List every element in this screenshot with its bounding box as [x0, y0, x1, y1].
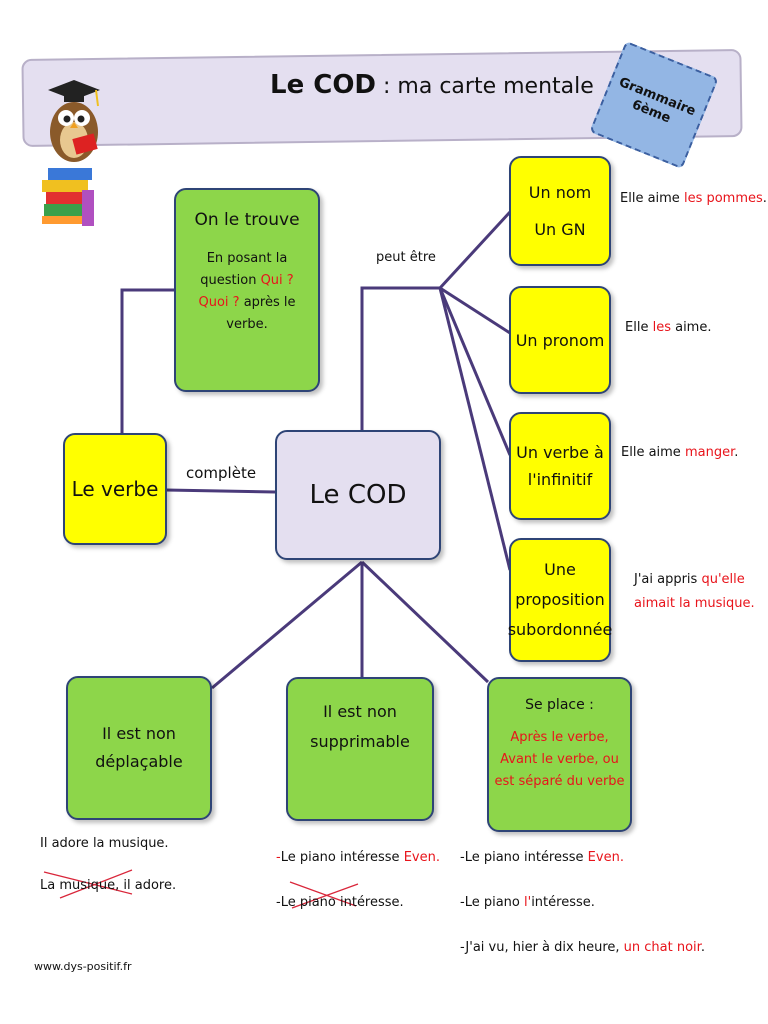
- trouve-line2: question Qui ?: [200, 273, 294, 288]
- prop-supprimable-node: Il est non supprimable: [286, 677, 434, 821]
- nature-sub-line1: Une: [544, 560, 576, 579]
- example-right-1: -Le piano intéresse Even.: [460, 850, 624, 865]
- nature-nom-example: Elle aime les pommes.: [620, 191, 767, 206]
- verbe-node: Le verbe: [63, 433, 167, 545]
- page-title: Le COD : ma carte mentale: [270, 70, 594, 100]
- nature-sub-line2: proposition: [515, 590, 605, 609]
- example-left-1: Il adore la musique.: [40, 836, 169, 851]
- prop-place-line2: Avant le verbe, ou: [500, 752, 619, 767]
- nature-subordonnee-node: Une proposition subordonnée: [507, 538, 613, 662]
- title-rest: : ma carte mentale: [376, 74, 594, 99]
- nature-pronom-example: Elle les aime.: [625, 320, 712, 335]
- center-node: Le COD: [275, 430, 441, 560]
- nature-pronom-line1: Un pronom: [515, 330, 605, 350]
- nature-infinitif-node: Un verbe à l'infinitif: [509, 412, 611, 520]
- prop-deplacable-line1: Il est non: [102, 724, 176, 743]
- prop-place-line3: est séparé du verbe: [494, 774, 625, 789]
- footer-url: www.dys-positif.fr: [34, 960, 132, 973]
- prop-supprimable-line2: supprimable: [310, 732, 410, 751]
- nature-sub-example: J'ai appris qu'elle aimait la musique.: [634, 572, 755, 611]
- nature-nom-line1: Un nom: [528, 183, 592, 202]
- trouve-line4: verbe.: [226, 317, 268, 332]
- peut-etre-label: peut être: [376, 250, 436, 265]
- nature-sub-line3: subordonnée: [507, 620, 613, 639]
- prop-deplacable-node: Il est non déplaçable: [66, 676, 212, 820]
- example-mid-2: -Le piano intéresse.: [276, 895, 404, 910]
- nature-infinitif-line2: l'infinitif: [527, 470, 593, 489]
- trouve-node: On le trouve En posant la question Qui ?…: [174, 188, 320, 392]
- title-main: Le COD: [270, 70, 377, 100]
- complete-link-label: complète: [186, 464, 257, 482]
- trouve-line3: Quoi ? après le: [198, 295, 296, 310]
- example-right-2: -Le piano l'intéresse.: [460, 895, 595, 910]
- prop-supprimable-line1: Il est non: [323, 702, 397, 721]
- trouve-title: On le trouve: [194, 210, 300, 230]
- center-label: Le COD: [309, 480, 407, 510]
- prop-place-line1: Après le verbe,: [510, 730, 609, 745]
- verbe-label: Le verbe: [71, 477, 159, 501]
- owl-books-illustration: [42, 80, 100, 226]
- example-right-3: -J'ai vu, hier à dix heure, un chat noir…: [460, 940, 705, 955]
- example-mid-1: -Le piano intéresse Even.: [276, 850, 440, 865]
- nature-pronom-node: Un pronom: [509, 286, 611, 394]
- prop-deplacable-line2: déplaçable: [95, 752, 183, 771]
- nature-infinitif-example: Elle aime manger.: [621, 445, 739, 460]
- example-left-2: La musique, il adore.: [40, 878, 177, 893]
- nature-nom-line2: Un GN: [534, 220, 586, 239]
- prop-place-title: Se place :: [525, 697, 594, 713]
- prop-place-node: Se place : Après le verbe, Avant le verb…: [487, 677, 632, 832]
- trouve-line1: En posant la: [206, 251, 288, 266]
- nature-nom-node: Un nom Un GN: [509, 156, 611, 266]
- nature-infinitif-line1: Un verbe à: [516, 443, 604, 462]
